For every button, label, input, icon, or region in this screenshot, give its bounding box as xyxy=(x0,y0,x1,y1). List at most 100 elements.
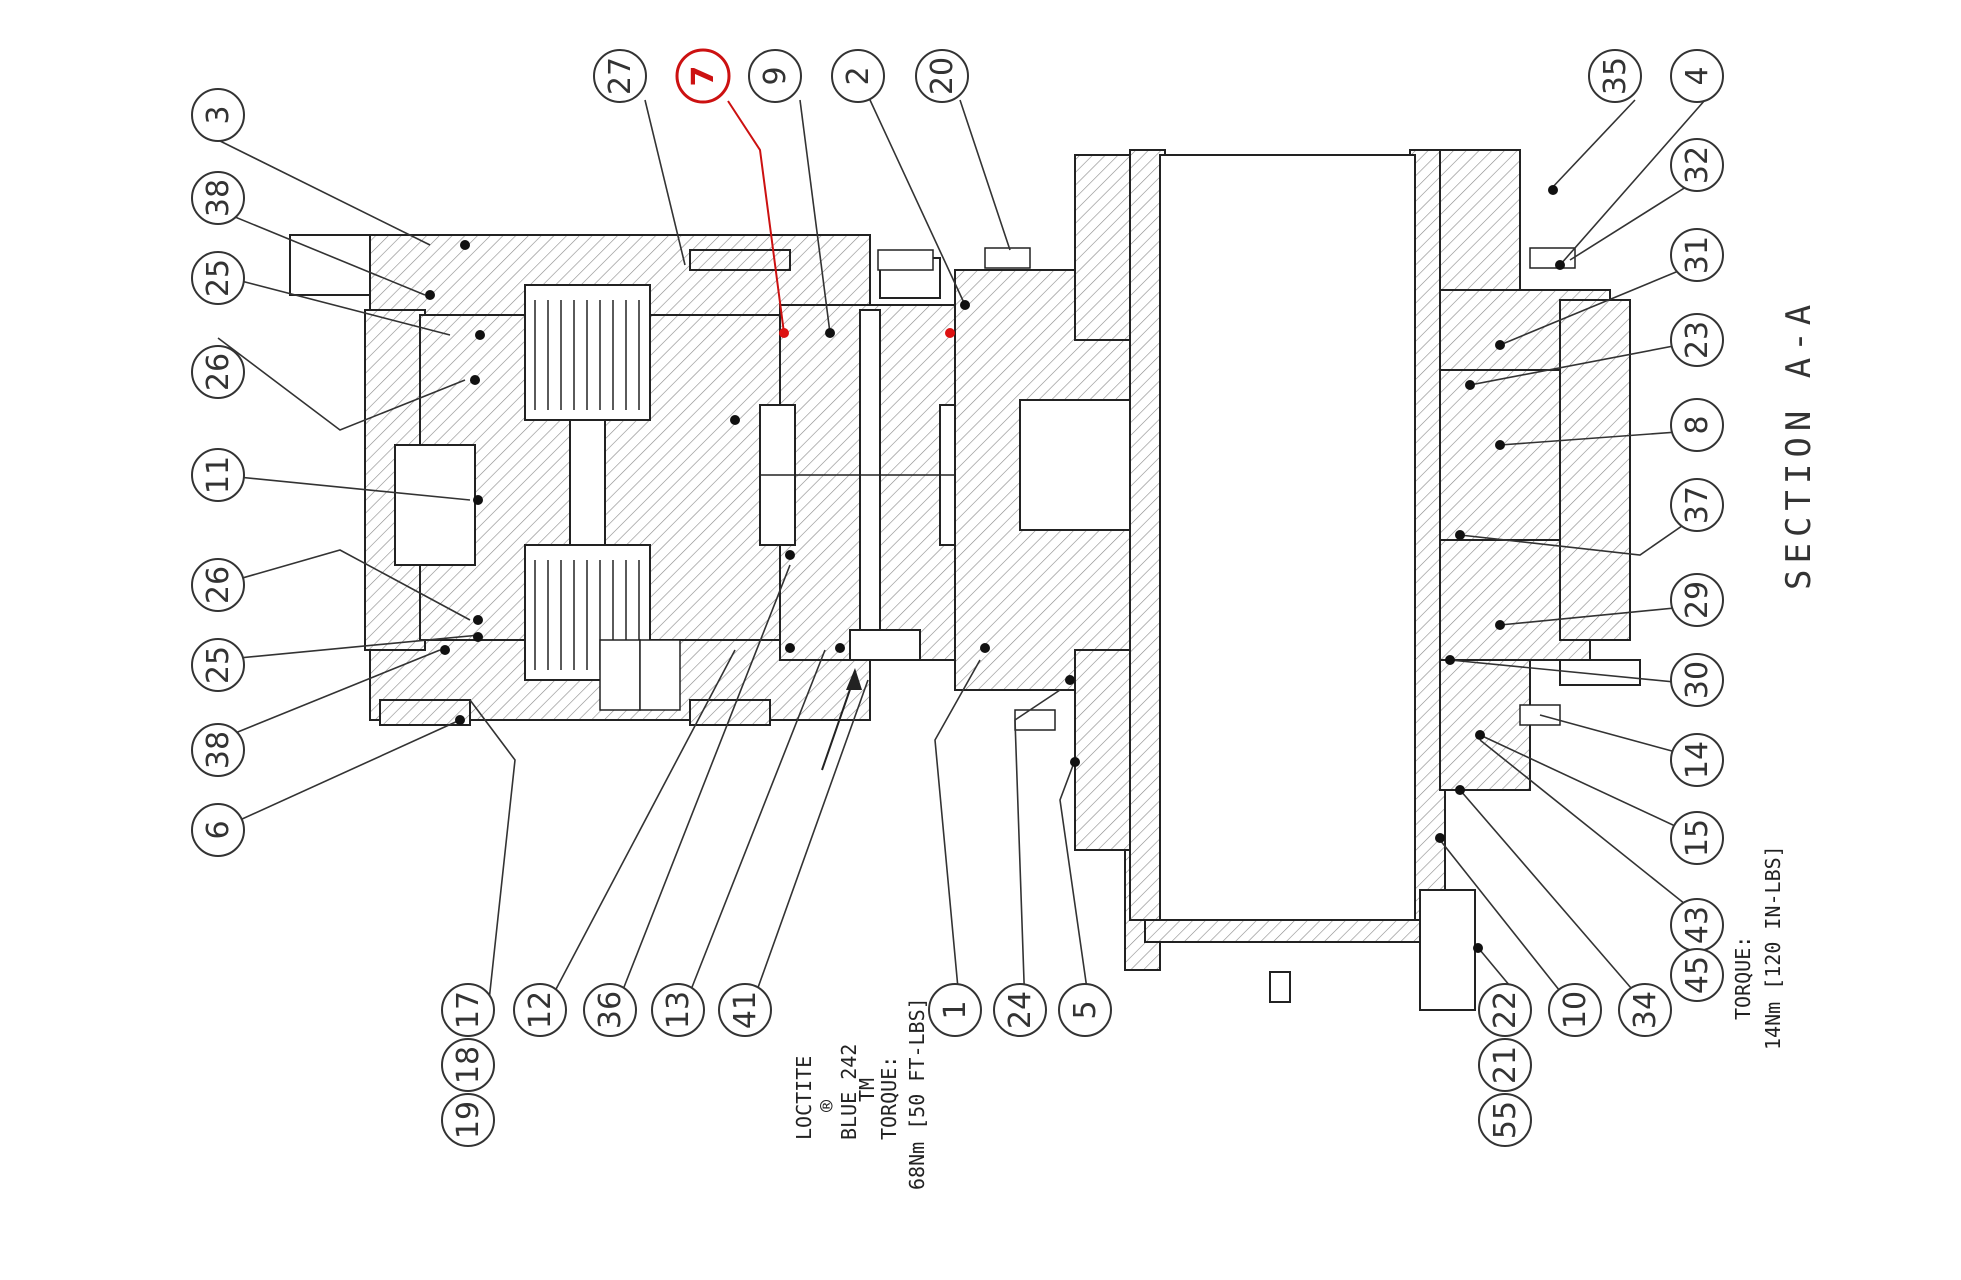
callout-32: 32 xyxy=(1670,138,1724,192)
svg-text:25: 25 xyxy=(201,646,236,684)
callout-13: 13 xyxy=(651,983,705,1037)
callout-3: 3 xyxy=(191,88,245,142)
callout-12: 12 xyxy=(513,983,567,1037)
callout-9: 9 xyxy=(748,49,802,103)
callout-18: 18 xyxy=(441,1038,495,1092)
loctite-note-line-6: 68Nm [50 FT-LBS] xyxy=(905,997,929,1190)
svg-text:26: 26 xyxy=(201,566,236,604)
callout-55: 55 xyxy=(1478,1093,1532,1147)
callout-22: 22 xyxy=(1478,983,1532,1037)
svg-text:7: 7 xyxy=(686,66,721,87)
svg-text:24: 24 xyxy=(1003,991,1038,1029)
callout-2: 2 xyxy=(831,49,885,103)
svg-text:43: 43 xyxy=(1680,906,1715,944)
callout-26: 26 xyxy=(191,558,245,612)
svg-text:27: 27 xyxy=(603,57,638,95)
callout-24: 24 xyxy=(993,983,1047,1037)
callout-45: 45 xyxy=(1670,948,1724,1002)
svg-text:4: 4 xyxy=(1680,66,1715,85)
svg-text:30: 30 xyxy=(1680,661,1715,699)
callout-11: 11 xyxy=(191,448,245,502)
callout-10: 10 xyxy=(1548,983,1602,1037)
svg-text:13: 13 xyxy=(661,991,696,1029)
callout-35: 35 xyxy=(1588,49,1642,103)
svg-text:6: 6 xyxy=(201,820,236,839)
loctite-note-line-2: ® xyxy=(815,1099,839,1112)
svg-text:12: 12 xyxy=(523,991,558,1029)
loctite-torque-note: LOCTITE ® BLUE 242 TM TORQUE: 68Nm [50 F… xyxy=(792,997,929,1190)
section-title: SECTION A-A xyxy=(1779,299,1819,590)
callout-29: 29 xyxy=(1670,573,1724,627)
callout-8: 8 xyxy=(1670,398,1724,452)
loctite-note-line-4: TM xyxy=(855,1078,879,1102)
callout-17: 17 xyxy=(441,983,495,1037)
right-torque-note: TORQUE: 14Nm [120 IN-LBS] xyxy=(1731,845,1785,1050)
callout-1: 1 xyxy=(928,983,982,1037)
callout-30: 30 xyxy=(1670,653,1724,707)
center-shaft-bore xyxy=(1129,149,1446,1003)
callout-25: 25 xyxy=(191,251,245,305)
svg-text:5: 5 xyxy=(1068,1000,1103,1019)
callout-25: 25 xyxy=(191,638,245,692)
planet-carrier xyxy=(759,257,976,661)
svg-text:38: 38 xyxy=(201,731,236,769)
callout-6: 6 xyxy=(191,803,245,857)
svg-text:34: 34 xyxy=(1628,991,1663,1029)
svg-text:45: 45 xyxy=(1680,956,1715,994)
svg-text:55: 55 xyxy=(1488,1101,1523,1139)
callout-21: 21 xyxy=(1478,1038,1532,1092)
svg-text:19: 19 xyxy=(451,1101,486,1139)
svg-text:32: 32 xyxy=(1680,146,1715,184)
svg-text:29: 29 xyxy=(1680,581,1715,619)
callout-38: 38 xyxy=(191,171,245,225)
callout-14: 14 xyxy=(1670,733,1724,787)
loctite-note-line-3: BLUE 242 xyxy=(837,1044,861,1140)
callout-15: 15 xyxy=(1670,811,1724,865)
svg-text:1: 1 xyxy=(938,1000,973,1019)
svg-text:17: 17 xyxy=(451,991,486,1029)
callout-7-highlighted: 7 xyxy=(675,48,731,104)
svg-text:23: 23 xyxy=(1680,321,1715,359)
svg-text:3: 3 xyxy=(201,105,236,124)
right-torque-line-1: TORQUE: xyxy=(1731,936,1755,1020)
callout-27: 27 xyxy=(593,49,647,103)
svg-text:22: 22 xyxy=(1488,991,1523,1029)
svg-text:26: 26 xyxy=(201,353,236,391)
svg-text:14: 14 xyxy=(1680,741,1715,779)
callout-43: 43 xyxy=(1670,898,1724,952)
svg-text:9: 9 xyxy=(758,66,793,85)
callout-23: 23 xyxy=(1670,313,1724,367)
callout-34: 34 xyxy=(1618,983,1672,1037)
svg-text:20: 20 xyxy=(925,57,960,95)
svg-text:2: 2 xyxy=(841,66,876,85)
svg-text:37: 37 xyxy=(1680,486,1715,524)
callout-19: 19 xyxy=(441,1093,495,1147)
svg-text:11: 11 xyxy=(201,456,236,494)
right-torque-line-2: 14Nm [120 IN-LBS] xyxy=(1761,845,1785,1050)
svg-text:21: 21 xyxy=(1488,1046,1523,1084)
callout-26: 26 xyxy=(191,345,245,399)
callout-38: 38 xyxy=(191,723,245,777)
gear-teeth-upper xyxy=(534,300,640,410)
fasteners xyxy=(599,247,1576,731)
part-marker-dots xyxy=(425,185,1565,953)
svg-text:15: 15 xyxy=(1680,819,1715,857)
leader-lines xyxy=(217,99,1706,1011)
svg-text:36: 36 xyxy=(593,991,628,1029)
svg-text:18: 18 xyxy=(451,1046,486,1084)
loctite-note-line-1: LOCTITE xyxy=(792,1056,816,1140)
callout-31: 31 xyxy=(1670,228,1724,282)
svg-text:25: 25 xyxy=(201,259,236,297)
callout-bubbles: 3 38 25 26 11 26 25 38 6 27 7 9 2 20 35 … xyxy=(191,48,1724,1147)
callout-5: 5 xyxy=(1058,983,1112,1037)
svg-text:38: 38 xyxy=(201,179,236,217)
loctite-arrow xyxy=(821,668,862,771)
loctite-note-line-5: TORQUE: xyxy=(877,1056,901,1140)
callout-20: 20 xyxy=(915,49,969,103)
callout-37: 37 xyxy=(1670,478,1724,532)
svg-text:10: 10 xyxy=(1558,991,1593,1029)
right-housing xyxy=(1419,149,1641,1011)
svg-text:31: 31 xyxy=(1680,236,1715,274)
callout-36: 36 xyxy=(583,983,637,1037)
